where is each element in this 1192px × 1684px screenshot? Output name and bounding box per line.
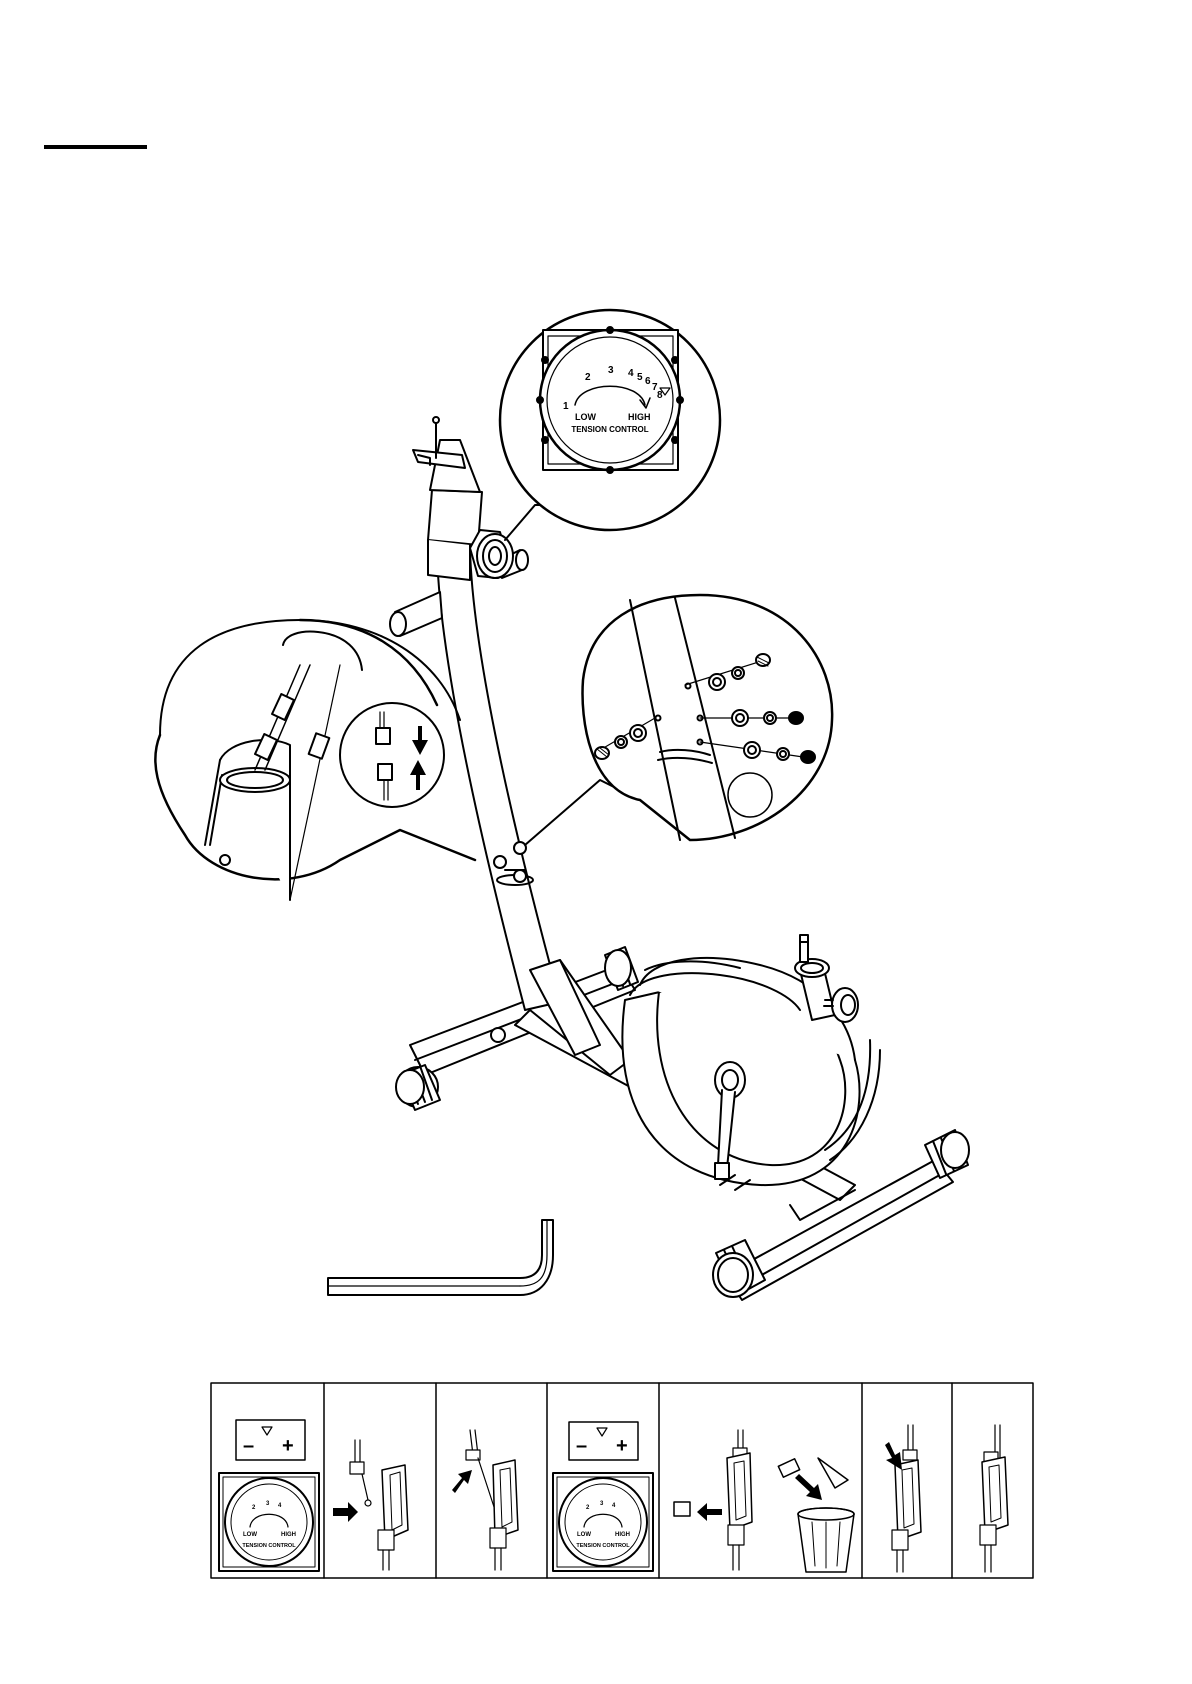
removed-clip [674,1502,690,1516]
strip-dial-ring-text: TENSION CONTROL [242,1543,296,1549]
arrow-downright-icon-2 [885,1442,902,1470]
trash-can-icon [798,1508,854,1572]
dial-callout-number-3: 3 [608,365,614,376]
callout-tension-dial: 1 2 3 4 5 6 7 8 LOW HIGH TENSION CONTROL [500,310,720,540]
dial-callout-number-4: 4 [628,368,634,379]
post-bolt-icon [514,842,526,854]
callout-cable-connection [155,620,475,900]
arrow-downright-icon [795,1474,822,1500]
strip-panel-6 [885,1425,921,1572]
strip-dial2-high-label: HIGH [615,1532,630,1538]
front-foot-cap-right [605,947,638,990]
dial-callout-number-6: 6 [645,376,651,387]
plus-sign-label-2: + [616,1435,628,1457]
dial-callout-ring-text: TENSION CONTROL [571,425,648,434]
strip-dial-low-label: LOW [243,1532,257,1538]
arrow-upright-icon [452,1470,472,1493]
dial-callout-high-label: HIGH [628,412,651,422]
strip-panel-4: – + LOW HIGH TENSION CONTROL 2 3 4 [553,1422,653,1571]
strip-panel-5 [674,1430,854,1572]
front-bolt-icon [491,1028,505,1042]
plus-sign-label: + [282,1435,294,1457]
allen-key-tool [328,1220,553,1295]
callout-bolts-washers [525,595,832,845]
strip-panel-3 [452,1430,518,1570]
strip-dial-high-label: HIGH [281,1532,296,1538]
strip-panel-1: – + LOW HIGH TENSION CONTROL 2 3 4 [219,1420,319,1571]
dial-callout-low-label: LOW [575,412,596,422]
strip-panel-7 [980,1425,1008,1572]
post-bolt-icon [494,856,506,868]
post-bolt-icon [514,870,526,882]
dial-callout-number-5: 5 [637,372,643,383]
arrow-left-icon [697,1503,722,1521]
strip-dial2-ring-text: TENSION CONTROL [576,1543,630,1549]
instruction-strip: – + LOW HIGH TENSION CONTROL 2 3 4 [211,1383,1033,1578]
minus-sign-label: – [243,1435,254,1457]
dial-callout-number-1: 1 [563,401,569,412]
minus-sign-label-2: – [576,1435,587,1457]
strip-panel-2 [333,1440,408,1570]
arrow-right-icon [333,1502,358,1522]
dial-callout-number-2: 2 [585,372,591,383]
strip-dial2-low-label: LOW [577,1532,591,1538]
trash-lid [818,1458,848,1488]
